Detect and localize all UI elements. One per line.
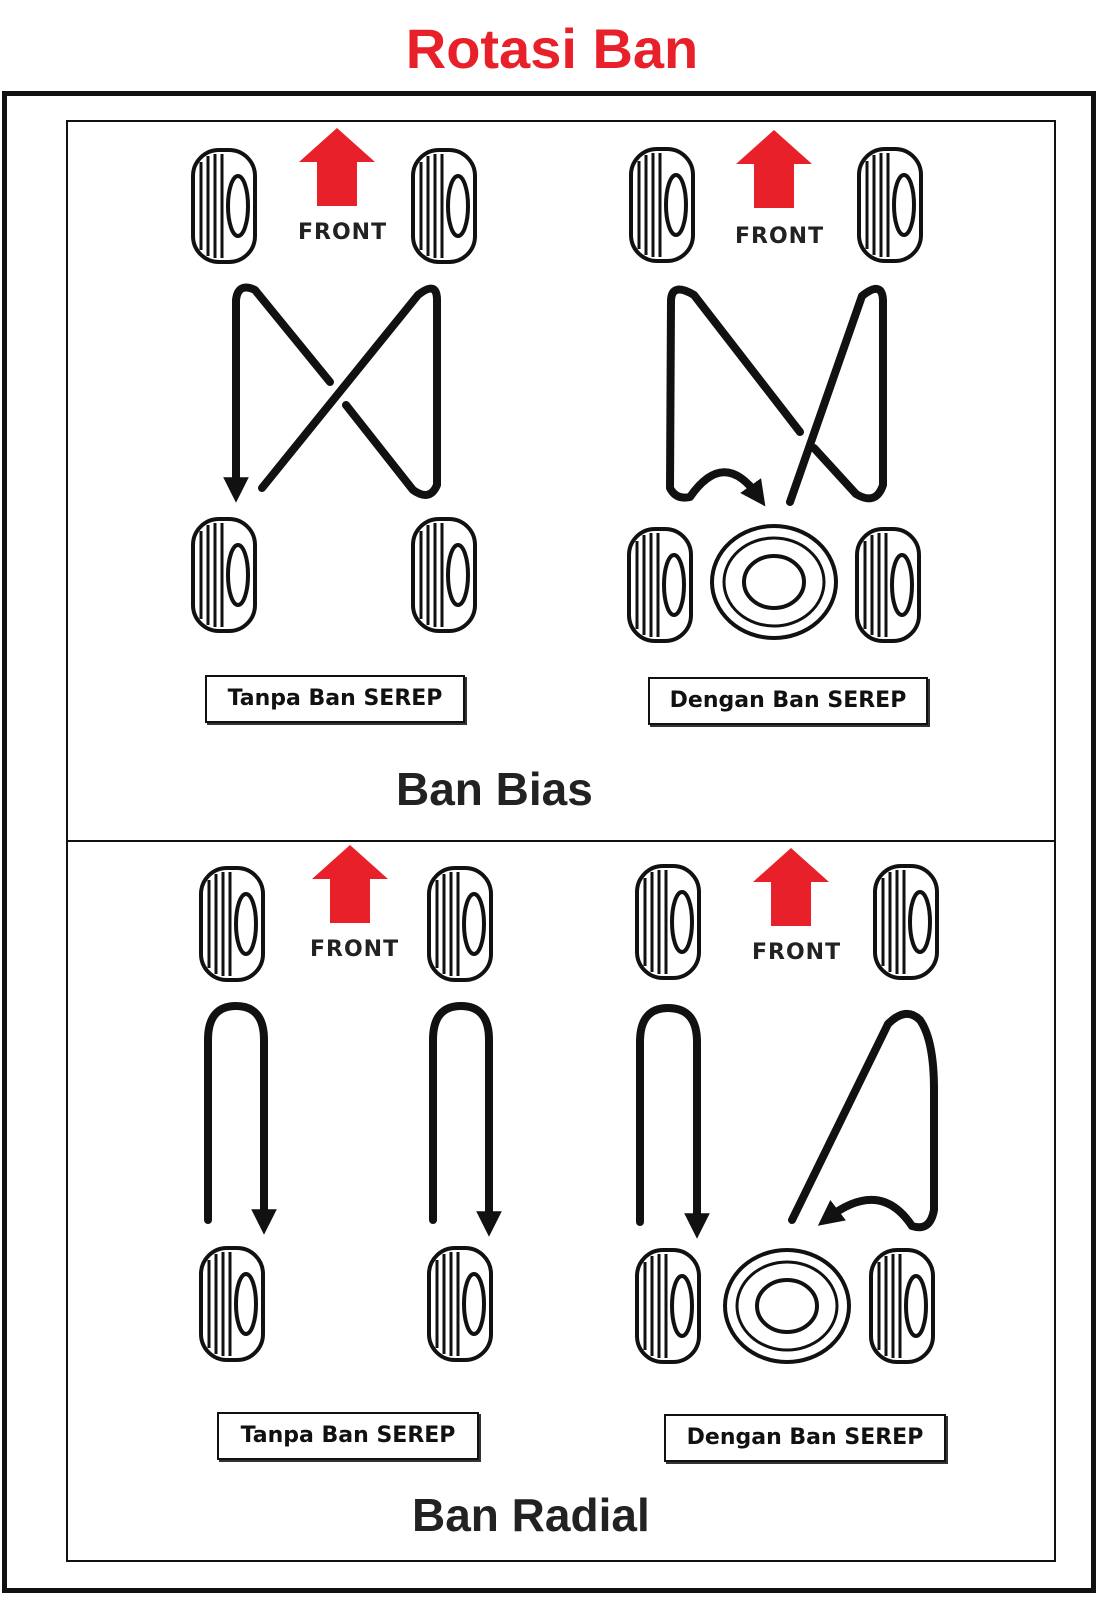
tire-icon <box>869 1248 935 1364</box>
rotation-path <box>204 1002 277 1235</box>
tire-icon <box>427 866 493 982</box>
radial-without-spare-group <box>199 845 502 1362</box>
tire-icon <box>873 864 939 980</box>
section-title-ban-bias: Ban Bias <box>396 763 593 815</box>
front-arrow-icon <box>312 845 388 923</box>
rotation-path <box>636 1004 710 1239</box>
rotation-path <box>429 1002 502 1237</box>
tire-icon <box>635 864 701 980</box>
tire-icon <box>855 527 921 643</box>
rotation-path <box>223 283 334 503</box>
front-label: FRONT <box>752 940 842 965</box>
tire-icon <box>199 866 265 982</box>
rotation-path <box>788 1010 938 1232</box>
tire-icon <box>427 1246 493 1362</box>
tire-icon <box>411 148 477 264</box>
section-title-ban-radial: Ban Radial <box>412 1489 650 1541</box>
front-arrow-icon <box>299 128 375 206</box>
rotation-path <box>786 285 887 506</box>
caption-with-spare: Dengan Ban SEREP <box>664 1414 946 1462</box>
page-title: Rotasi Ban <box>405 17 699 80</box>
tire-icon <box>199 1246 265 1362</box>
caption-without-spare: Tanpa Ban SEREP <box>217 1412 479 1460</box>
bias-with-spare-group <box>627 130 923 643</box>
caption-without-spare: Tanpa Ban SEREP <box>205 675 465 723</box>
front-label: FRONT <box>735 224 825 249</box>
bias-without-spare-group <box>191 128 477 633</box>
front-arrow-icon <box>753 848 829 926</box>
tire-icon <box>635 1248 701 1364</box>
rotation-path <box>258 284 441 499</box>
tire-icon <box>627 527 693 643</box>
tire-icon <box>629 147 695 263</box>
tire-icon <box>191 148 257 264</box>
tire-icon <box>191 517 257 633</box>
radial-with-spare-group <box>635 848 939 1364</box>
front-arrow-icon <box>736 130 812 208</box>
front-label: FRONT <box>310 937 400 962</box>
front-label: FRONT <box>298 220 388 245</box>
caption-with-spare: Dengan Ban SEREP <box>648 677 928 725</box>
tire-icon <box>857 147 923 263</box>
spare-tire-icon <box>723 1248 851 1364</box>
tire-icon <box>411 517 477 633</box>
spare-tire-icon <box>710 524 838 640</box>
rotation-path <box>666 285 804 507</box>
